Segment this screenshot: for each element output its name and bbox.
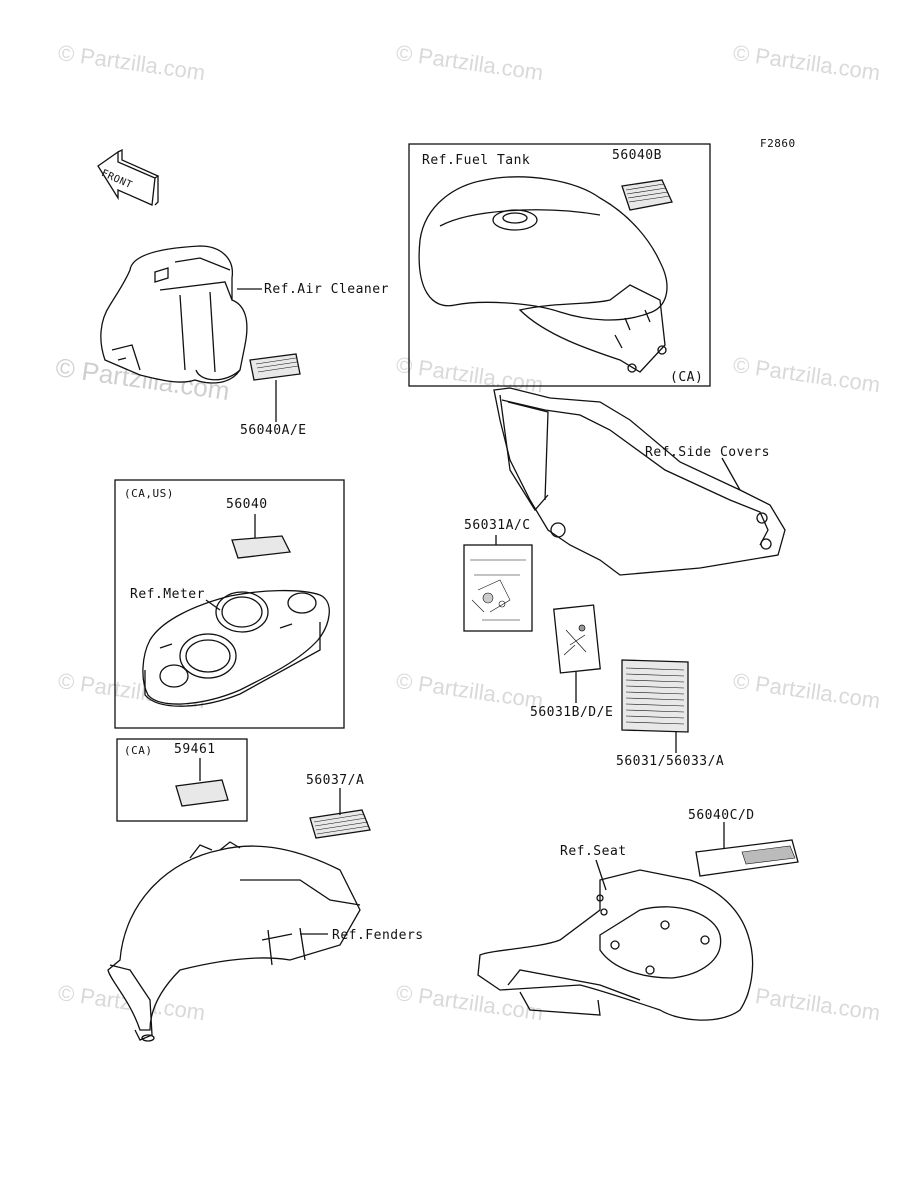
fuel-tank-box (408, 143, 711, 387)
ref-fuel-tank-label: Ref.Fuel Tank (422, 153, 531, 168)
seat-drawing (477, 869, 754, 1021)
ref-seat-label: Ref.Seat (560, 844, 627, 859)
ref-air-cleaner-label: Ref.Air Cleaner (264, 282, 389, 297)
label-56031bde-decal (553, 604, 601, 674)
ref-fenders-label: Ref.Fenders (332, 928, 424, 943)
meter-drawing (142, 589, 330, 707)
ca-label-box (116, 738, 248, 822)
label-56037a-decal (309, 809, 371, 839)
part-56040ae-label: 56040A/E (240, 423, 307, 438)
part-59461-label: 59461 (174, 742, 216, 757)
fender-drawing (107, 841, 361, 1042)
side-cover-drawing (493, 387, 786, 576)
label-56040-decal (231, 535, 291, 559)
ref-meter-label: Ref.Meter (130, 587, 205, 602)
label-56031ac-decal (463, 544, 533, 632)
label-56031-56033a-decal (621, 659, 689, 733)
part-56031bde-label: 56031B/D/E (530, 705, 614, 720)
fuel-tank-drawing (418, 176, 668, 373)
part-56040-label: 56040 (226, 497, 268, 512)
part-56040b-label: 56040B (612, 148, 662, 163)
label-59461-decal (175, 779, 229, 807)
air-cleaner-drawing (100, 245, 248, 384)
meter-region-label: (CA,US) (124, 487, 174, 500)
meter-box (114, 479, 345, 729)
figure-id: F2860 (760, 137, 796, 150)
ref-side-covers-label: Ref.Side Covers (645, 445, 770, 460)
part-56031-56033a-label: 56031/56033/A (616, 754, 725, 769)
part-56040cd-label: 56040C/D (688, 808, 755, 823)
front-arrow-icon (97, 148, 160, 206)
part-56037a-label: 56037/A (306, 773, 365, 788)
part-56031ac-label: 56031A/C (464, 518, 531, 533)
ca-region-label: (CA) (124, 744, 153, 757)
fuel-tank-region-label: (CA) (670, 370, 704, 385)
label-56040ae-decal (249, 353, 301, 381)
